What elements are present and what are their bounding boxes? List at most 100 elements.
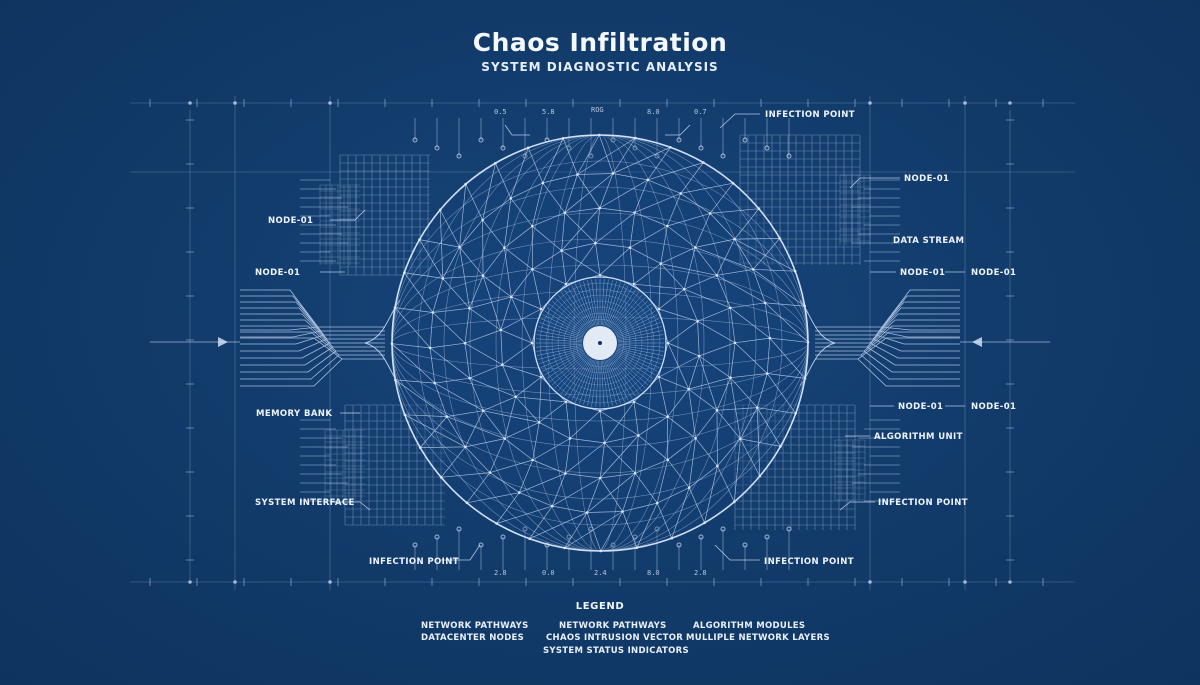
mesh-node <box>694 437 697 440</box>
mesh-node <box>599 550 602 553</box>
mesh-node <box>528 537 531 540</box>
mesh-node <box>439 209 442 212</box>
mesh-panel <box>840 175 870 245</box>
mesh-node <box>540 308 543 311</box>
frame-node <box>328 580 332 584</box>
mesh-node <box>564 472 567 475</box>
frame-node <box>963 101 967 105</box>
mesh-node <box>482 274 485 277</box>
bottom-readout: 2.8 <box>694 569 707 577</box>
mesh-node <box>429 347 432 350</box>
wireframe-sphere <box>365 134 835 553</box>
label-infection-point-top-right: INFECTION POINT <box>765 110 855 120</box>
top-readout: 0.7 <box>694 108 707 116</box>
legend-item: MULLIPLE NETWORK LAYERS <box>686 633 830 643</box>
mesh-node <box>542 182 545 185</box>
mesh-node <box>442 277 445 280</box>
mesh-node <box>656 502 659 505</box>
mesh-node <box>804 377 807 380</box>
label-infection-point-right: INFECTION POINT <box>878 498 968 508</box>
label-node-left-lower: NODE-01 <box>255 268 300 278</box>
mesh-node <box>759 475 762 478</box>
mesh-node <box>729 376 732 379</box>
mesh-node <box>702 161 705 164</box>
mesh-node <box>500 329 503 332</box>
mesh-node <box>531 268 534 271</box>
mesh-node <box>769 337 772 340</box>
mesh-node <box>482 409 485 412</box>
label-node-right-outer-upper: NODE-01 <box>971 268 1016 278</box>
mesh-node <box>594 242 597 245</box>
mesh-node <box>468 377 471 380</box>
legend-item: NETWORK PATHWAYS <box>559 621 667 631</box>
page-subtitle: SYSTEM DIAGNOSTIC ANALYSIS <box>0 60 1200 74</box>
mesh-node <box>612 172 615 175</box>
label-system-interface: SYSTEM INTERFACE <box>255 498 355 508</box>
mesh-node <box>733 501 736 504</box>
mesh-node <box>716 274 719 277</box>
arrow-left <box>218 337 228 347</box>
mesh-node <box>779 237 782 240</box>
mesh-node <box>503 437 506 440</box>
mesh-node <box>739 438 742 441</box>
mesh-node <box>576 173 579 176</box>
mesh-node <box>703 522 706 525</box>
mesh-node <box>758 207 761 210</box>
mesh-node <box>766 372 769 375</box>
mesh-node <box>621 510 624 513</box>
legend-item: SYSTEM STATUS INDICATORS <box>543 646 689 656</box>
legend-item: DATACENTER NODES <box>421 633 524 643</box>
mesh-node <box>698 355 701 358</box>
frame-node <box>868 580 872 584</box>
mesh-node <box>688 486 691 489</box>
mesh-node <box>565 283 568 286</box>
mesh-node <box>807 341 810 344</box>
mesh-node <box>666 459 669 462</box>
mesh-node <box>733 238 736 241</box>
mesh-node <box>531 225 534 228</box>
mesh-node <box>669 146 672 149</box>
top-readout: 8.0 <box>647 108 660 116</box>
mesh-node <box>658 376 661 379</box>
mesh-node <box>716 409 719 412</box>
mesh-node <box>599 274 602 277</box>
right-circuit-bundle <box>815 290 960 386</box>
label-algorithm-unit: ALGORITHM UNIT <box>874 432 963 442</box>
frame-node <box>188 580 192 584</box>
mesh-node <box>503 246 506 249</box>
mesh-node <box>563 547 566 550</box>
mesh-node <box>391 342 394 345</box>
frame-node <box>1008 101 1012 105</box>
mesh-node <box>603 442 606 445</box>
mesh-node <box>679 192 682 195</box>
page-title: Chaos Infiltration <box>0 28 1200 57</box>
mesh-node <box>403 271 406 274</box>
mesh-node <box>732 182 735 185</box>
bottom-readout: 2.8 <box>494 569 507 577</box>
mesh-node <box>779 445 782 448</box>
mesh-node <box>564 211 567 214</box>
bottom-readout: 2.4 <box>594 569 607 577</box>
mesh-node <box>599 477 602 480</box>
mesh-node <box>599 410 602 413</box>
label-infection-point-bottom-left: INFECTION POINT <box>369 557 459 567</box>
mesh-node <box>756 406 759 409</box>
top-readout: ROG <box>591 106 604 114</box>
mesh-node <box>637 434 640 437</box>
mesh-node <box>671 537 674 540</box>
mesh-node <box>794 412 797 415</box>
label-node-right-inner-lower: NODE-01 <box>898 402 943 412</box>
mesh-node <box>658 308 661 311</box>
mesh-node <box>514 396 517 399</box>
mesh-node <box>418 238 421 241</box>
mesh-node <box>434 382 437 385</box>
top-readout: 0.5 <box>494 108 507 116</box>
mesh-node <box>716 465 719 468</box>
arrow-right <box>972 337 982 347</box>
left-circuit-bundle <box>240 290 385 386</box>
mesh-node <box>531 342 534 345</box>
mesh-node <box>696 320 699 323</box>
mesh-node <box>633 401 636 404</box>
label-node-right-inner-upper: NODE-01 <box>900 268 945 278</box>
mesh-node <box>598 134 601 137</box>
